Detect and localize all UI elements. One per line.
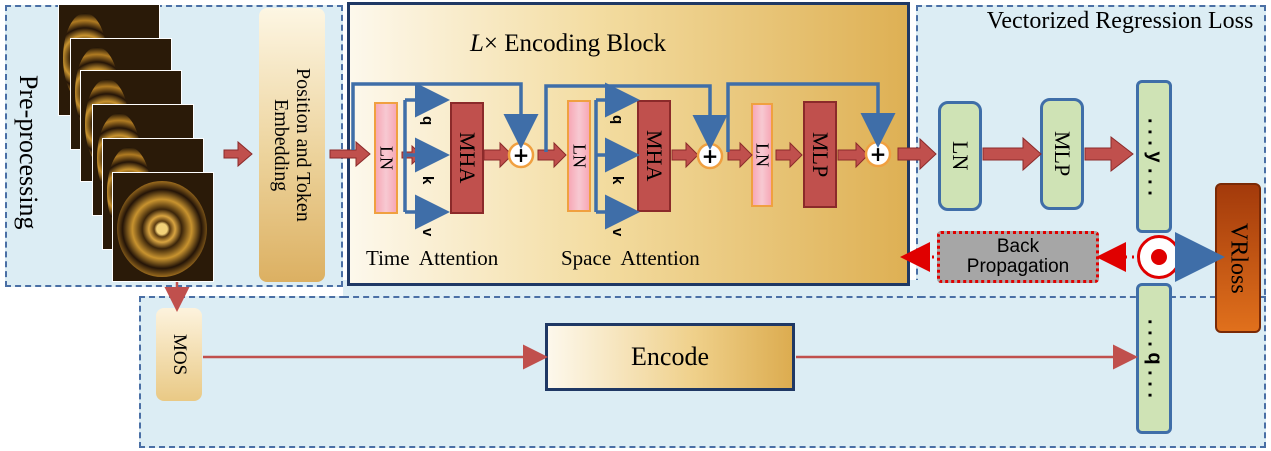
mha-2-label: MHA	[642, 130, 667, 182]
time-attention-label: Time Attention	[366, 246, 499, 270]
y-vector: . . . y . . .	[1136, 80, 1172, 233]
q-label-1: q	[419, 116, 436, 126]
v-label-1: v	[419, 228, 436, 237]
q-vector-label: . . . q . . .	[1143, 319, 1166, 398]
encoding-block-title-l: L	[470, 30, 484, 57]
encode-box: Encode	[545, 323, 795, 391]
mha-1: MHA	[450, 102, 484, 214]
regression-ln: LN	[938, 101, 982, 211]
embedding-box: Position and Token Embedding	[259, 8, 325, 282]
mos-box: MOS	[156, 308, 202, 401]
mlp-block-label: MLP	[808, 131, 833, 178]
ln-1: LN	[374, 102, 398, 214]
mha-1-label: MHA	[455, 132, 480, 184]
mha-2: MHA	[637, 100, 671, 212]
vrloss-box: VRloss	[1215, 183, 1261, 333]
encoding-block-title-text: × Encoding Block	[483, 30, 667, 57]
v-label-2: v	[609, 228, 626, 237]
embedding-label: Position and Token Embedding	[270, 68, 314, 222]
ln-3-label: LN	[752, 143, 773, 167]
encoding-block-title: L× Encoding Block	[470, 30, 770, 58]
k-label-2: k	[609, 176, 626, 185]
mlp-block: MLP	[803, 101, 837, 208]
ln-2: LN	[567, 100, 591, 212]
backprop-label: Back Propagation	[966, 236, 1070, 277]
encode-label: Encode	[631, 342, 709, 371]
y-vector-label: . . . y . . .	[1143, 117, 1166, 196]
ln-2-label: LN	[569, 144, 590, 168]
k-label-1: k	[419, 176, 436, 185]
ln-3: LN	[751, 103, 773, 207]
video-frame	[112, 172, 214, 282]
mos-label: MOS	[169, 333, 190, 376]
vrloss-label: VRloss	[1225, 222, 1252, 294]
multiply-operator-icon	[1137, 235, 1181, 279]
regression-mlp: MLP	[1040, 98, 1084, 210]
space-attention-label: Space Attention	[561, 246, 700, 270]
regression-mlp-label: MLP	[1050, 131, 1075, 177]
ln-1-label: LN	[376, 146, 397, 170]
regression-title: Vectorized Regression Loss	[986, 8, 1254, 34]
q-label-2: q	[609, 115, 626, 125]
q-vector: . . . q . . .	[1136, 283, 1172, 434]
preprocessing-label: Pre-processing	[14, 75, 43, 230]
regression-ln-label: LN	[948, 141, 973, 171]
backprop-box: Back Propagation	[937, 231, 1099, 283]
